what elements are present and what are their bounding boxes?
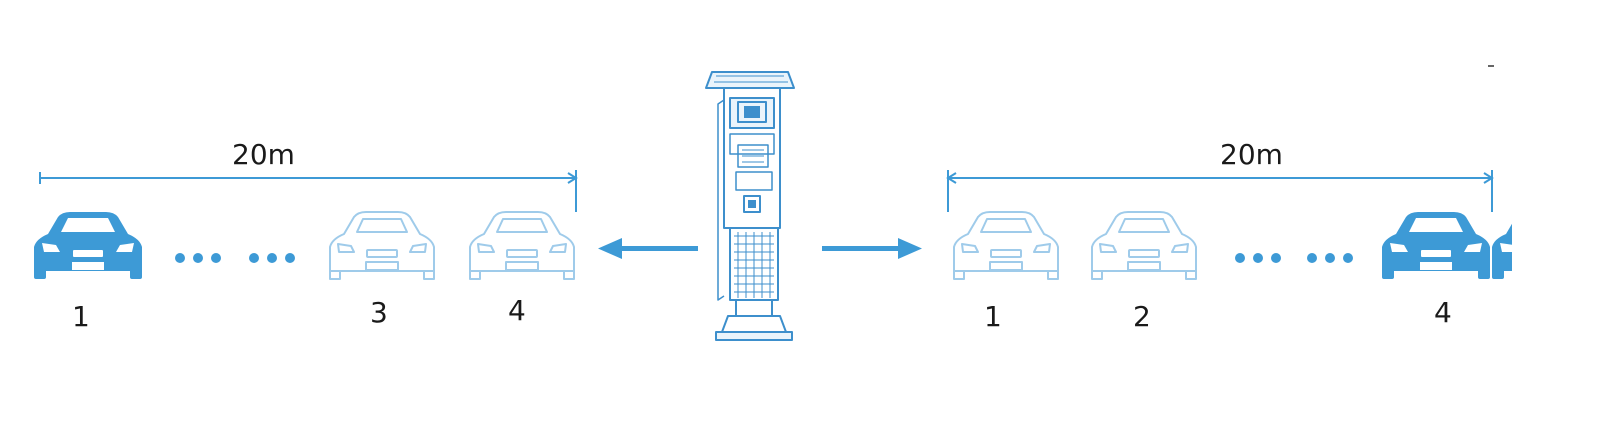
parking-meter-icon <box>705 71 795 341</box>
left-distance-label: 20m <box>232 138 295 171</box>
right-dimension-line <box>946 170 1494 212</box>
arrow-right-icon <box>822 238 922 259</box>
arrow-left-icon <box>598 238 698 259</box>
car-icon <box>953 211 1059 280</box>
right-car-label-1: 1 <box>984 300 1002 333</box>
car-icon <box>329 211 435 280</box>
right-distance-label: 20m <box>1220 138 1283 171</box>
car-icon <box>1091 211 1197 280</box>
left-car-label-1: 1 <box>72 300 90 333</box>
ellipsis-dots <box>1235 253 1353 263</box>
car-icon <box>469 211 575 280</box>
ellipsis-dots <box>175 253 295 263</box>
left-car-label-3: 3 <box>370 296 388 329</box>
car-icon-partial <box>1492 212 1512 279</box>
car-icon <box>1382 212 1490 279</box>
right-car-label-2: 2 <box>1133 300 1151 333</box>
left-car-label-4: 4 <box>508 294 526 327</box>
car-icon <box>34 212 142 279</box>
left-dimension-line <box>39 170 578 212</box>
right-car-label-4: 4 <box>1434 296 1452 329</box>
